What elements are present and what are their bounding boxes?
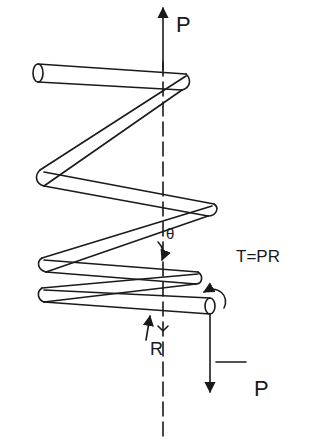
helical-spring — [33, 64, 217, 314]
axis-mark — [158, 326, 168, 331]
load-arrow — [209, 314, 211, 392]
angle-label: θ — [166, 226, 174, 241]
force-label: P — [176, 14, 191, 36]
force-label: P — [254, 378, 269, 400]
tick-line — [216, 361, 246, 363]
radius-label: R — [150, 340, 163, 358]
load-arrow — [162, 8, 164, 70]
torque-label: T=PR — [236, 248, 280, 265]
torque-arrow — [204, 289, 226, 308]
angle-arc — [158, 242, 163, 260]
radius-pointer — [146, 316, 150, 340]
